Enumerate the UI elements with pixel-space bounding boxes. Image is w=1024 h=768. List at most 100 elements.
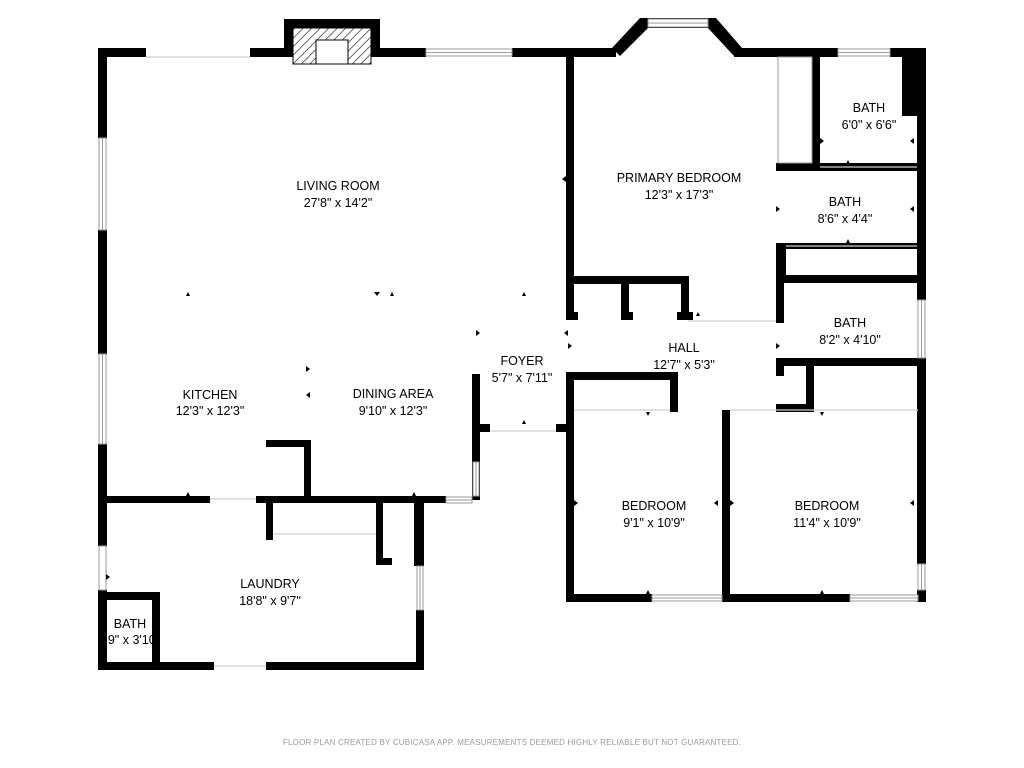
room-labels: LIVING ROOM 27'8" x 14'2" PRIMARY BEDROO… <box>108 101 896 647</box>
marker <box>646 590 650 594</box>
room-dimensions: 6'0" x 6'6" <box>842 118 897 132</box>
marker <box>412 492 416 496</box>
room-bath-4: BATH 9" x 3'10" <box>108 617 160 647</box>
wall-segment <box>372 48 426 57</box>
room-dimensions: 8'6" x 4'4" <box>818 212 873 226</box>
wall-segment <box>918 594 926 602</box>
marker <box>306 366 310 372</box>
room-primary-bedroom: PRIMARY BEDROOM 12'3" x 17'3" <box>617 171 742 202</box>
thresholds <box>146 56 918 667</box>
room-name: BATH <box>834 316 866 330</box>
marker <box>522 420 526 424</box>
room-bath-2: BATH 8'6" x 4'4" <box>818 195 873 226</box>
window <box>651 594 723 602</box>
wall-segment <box>98 48 107 138</box>
wall-segment <box>376 558 392 565</box>
room-dimensions: 18'8" x 9'7" <box>239 594 301 608</box>
windows <box>98 18 926 611</box>
marker <box>714 500 718 506</box>
wall-segment <box>98 592 158 600</box>
marker <box>846 239 850 243</box>
marker <box>646 412 650 416</box>
wall-segment <box>376 496 383 564</box>
marker <box>564 330 568 336</box>
wall-segment <box>266 496 273 540</box>
fireplace <box>284 19 380 65</box>
wall-segment <box>556 424 574 432</box>
wall-segment <box>98 48 146 57</box>
wall-segment <box>776 275 926 283</box>
room-dimensions: 5'7" x 7'11" <box>492 371 553 385</box>
wall-segment <box>776 243 786 277</box>
wall-segment <box>566 276 574 316</box>
wall-segment <box>566 48 574 284</box>
room-name: BATH <box>114 617 146 631</box>
room-name: LIVING ROOM <box>296 179 379 193</box>
room-name: FOYER <box>500 354 543 368</box>
room-dimensions: 12'3" x 17'3" <box>645 188 714 202</box>
wall-segment <box>566 372 574 412</box>
marker <box>776 206 780 212</box>
marker <box>390 292 394 296</box>
marker <box>568 343 572 349</box>
marker <box>846 160 850 164</box>
room-dining-area: DINING AREA 9'10" x 12'3" <box>353 387 434 418</box>
room-bedroom-2: BEDROOM 11'4" x 10'9" <box>793 499 861 530</box>
room-name: KITCHEN <box>183 388 238 402</box>
room-dimensions: 11'4" x 10'9" <box>793 516 861 530</box>
wall-segment <box>917 358 926 564</box>
marker <box>910 138 914 144</box>
closet-block <box>902 48 926 116</box>
window <box>98 545 107 591</box>
window <box>416 565 424 611</box>
wall-segment <box>917 48 926 300</box>
window <box>98 137 107 231</box>
room-kitchen: KITCHEN 12'3" x 12'3" <box>176 388 245 418</box>
wall-segment <box>722 594 850 602</box>
room-laundry: LAUNDRY 18'8" x 9'7" <box>239 577 301 608</box>
wall-segment <box>776 275 784 323</box>
wall-segment <box>152 592 160 670</box>
wall-segment <box>621 276 629 316</box>
marker <box>106 574 110 580</box>
wall-segment <box>266 662 424 670</box>
room-foyer: FOYER 5'7" x 7'11" <box>492 354 553 385</box>
window <box>837 48 891 57</box>
wall-segment <box>621 312 633 320</box>
wall-segment <box>681 276 689 316</box>
footer-disclaimer: FLOOR PLAN CREATED BY CUBICASA APP. MEAS… <box>283 738 741 747</box>
window <box>917 299 926 359</box>
marker <box>776 343 780 349</box>
wall-segment <box>566 594 652 602</box>
room-dimensions: 12'7" x 5'3" <box>653 358 715 372</box>
wall-segment <box>416 610 424 670</box>
wall-segment <box>256 496 446 503</box>
room-name: DINING AREA <box>353 387 434 401</box>
room-name: BEDROOM <box>795 499 860 513</box>
wall-segment <box>98 444 107 546</box>
room-name: PRIMARY BEDROOM <box>617 171 742 185</box>
marker <box>186 292 190 296</box>
wall-segment <box>98 496 210 503</box>
room-name: LAUNDRY <box>240 577 300 591</box>
room-dimensions: 9'10" x 12'3" <box>359 404 428 418</box>
window <box>647 18 709 28</box>
room-bedroom-1: BEDROOM 9'1" x 10'9" <box>622 499 687 530</box>
wall-segment <box>566 312 578 320</box>
room-name: HALL <box>668 341 699 355</box>
wall-segment <box>480 424 490 432</box>
marker <box>820 590 824 594</box>
wall-segment <box>722 410 730 602</box>
marker <box>820 138 824 144</box>
marker <box>186 492 190 496</box>
room-dimensions: 27'8" x 14'2" <box>304 196 373 210</box>
wall-segment <box>776 358 784 376</box>
room-hall: HALL 12'7" x 5'3" <box>653 341 715 372</box>
room-dimensions: 8'2" x 4'10" <box>819 333 881 347</box>
marker <box>910 500 914 506</box>
room-bath-1: BATH 6'0" x 6'6" <box>842 101 897 132</box>
room-dimensions: 12'3" x 12'3" <box>176 404 245 418</box>
window <box>917 563 926 591</box>
marker <box>730 500 734 506</box>
